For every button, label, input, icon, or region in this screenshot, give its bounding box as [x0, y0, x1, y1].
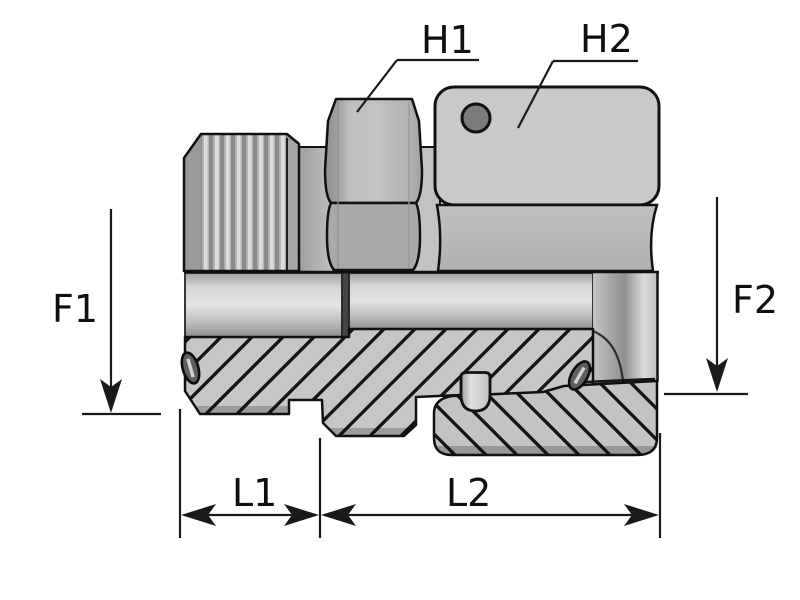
nut-hole — [460, 102, 492, 134]
label-h2: H2 — [580, 17, 633, 61]
swivel-nut-h2 — [433, 85, 661, 273]
seal-lip-edge — [584, 377, 656, 384]
bore-right — [348, 272, 594, 330]
arrow-down-icon — [100, 379, 122, 413]
arrow-left-icon — [181, 504, 216, 526]
label-l1: L1 — [232, 471, 277, 515]
label-l2: L2 — [446, 471, 491, 515]
label-f2: F2 — [732, 278, 778, 322]
bore-section — [184, 270, 659, 448]
arrow-right-icon — [624, 504, 659, 526]
arrow-right-icon — [284, 504, 319, 526]
hex-h1 — [323, 97, 424, 272]
dim-f1: F1 — [52, 209, 161, 416]
label-h1: H1 — [421, 18, 474, 62]
arrow-left-icon — [321, 504, 356, 526]
seal-right — [567, 360, 592, 391]
arrow-down-icon — [706, 358, 728, 392]
seal-left — [180, 351, 201, 385]
male-thread — [182, 132, 301, 273]
label-f1: F1 — [52, 287, 98, 331]
callout-h1: H1 — [356, 18, 479, 113]
dim-l2: L2 — [321, 433, 662, 538]
bore-step — [341, 272, 350, 338]
body-cross-section — [183, 327, 595, 438]
bore-left — [184, 272, 343, 338]
thread-stripes — [201, 134, 287, 271]
tube-stud — [459, 371, 492, 413]
callout-h2: H2 — [517, 17, 638, 129]
dim-l1: L1 — [178, 409, 322, 538]
dim-f2: F2 — [664, 197, 778, 396]
